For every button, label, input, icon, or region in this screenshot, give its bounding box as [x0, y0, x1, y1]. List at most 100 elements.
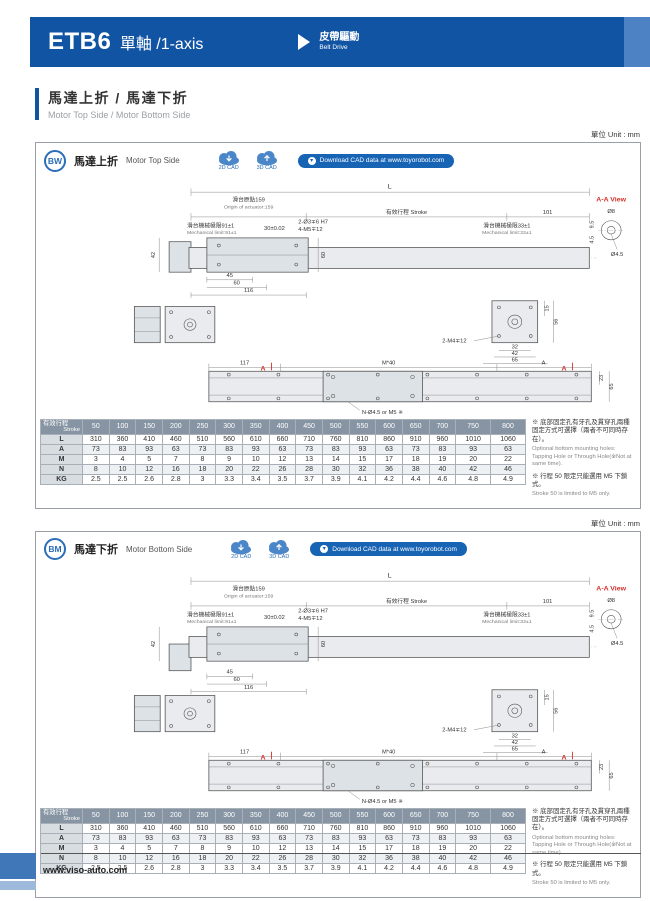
cad-2d-label: 2D CAD: [218, 165, 239, 171]
table-cell: 860: [375, 433, 403, 445]
table-cell: 860: [375, 822, 403, 834]
cad-3d-label: 3D CAD: [256, 165, 277, 171]
cad-2d-download[interactable]: 2D CAD: [216, 150, 242, 171]
table-cell: 83: [215, 832, 243, 844]
table-cell: 660: [268, 822, 297, 834]
table-cell: 8: [188, 453, 217, 465]
section-arrow-a-left: A: [261, 365, 266, 372]
dim-30: 30±0.02: [264, 226, 285, 232]
table-cell: 12: [135, 463, 163, 475]
table-cell: 73: [82, 443, 110, 455]
page-footer: www.viso-auto.com: [0, 853, 641, 890]
dim-4-5: 4.5: [589, 625, 595, 633]
column-header: 50: [82, 419, 110, 435]
dim-65b: 65: [609, 772, 615, 778]
table-cell: 83: [321, 832, 350, 844]
download-cad-label: Download CAD data at www.toyorobot.com: [319, 157, 445, 164]
side-view-body: [168, 237, 597, 273]
download-cad-button[interactable]: ▾ Download CAD data at www.toyorobot.com: [310, 542, 467, 557]
download-icon: ▾: [320, 545, 329, 554]
end-view-left: [133, 306, 216, 344]
table-cell: 4.6: [428, 473, 457, 485]
table-cell: 83: [108, 443, 137, 455]
table-cell: 760: [321, 822, 350, 834]
table-cell: 1010: [455, 822, 492, 834]
table-cell: 63: [161, 443, 190, 455]
table-cell: 83: [428, 443, 457, 455]
aa-view-label: A-A View: [596, 586, 626, 593]
holes-label-a: 2-Ø3∓6 H7: [298, 220, 328, 226]
download-cad-button[interactable]: ▾ Download CAD data at www.toyorobot.com: [297, 153, 455, 168]
cad-links: 2D CAD 3D CAD: [216, 150, 280, 171]
holes-label-b: 4-M5∓12: [298, 227, 322, 233]
table-cell: 73: [82, 832, 110, 844]
row-label: N: [40, 463, 83, 475]
table-cell: 3.9: [321, 473, 350, 485]
table-cell: 73: [401, 443, 430, 455]
origin-label-en: Origin of actuator:159: [224, 593, 274, 599]
dim-overall-length: L: [388, 572, 392, 579]
slider-bottom-dims: [190, 276, 307, 298]
column-header: 450: [295, 419, 323, 435]
column-header: 350: [241, 419, 270, 435]
dim-42: 42: [151, 641, 157, 647]
cloud-download-icon: [269, 539, 290, 555]
cad-2d-download[interactable]: 2D CAD: [228, 539, 254, 560]
table-cell: 26: [268, 463, 297, 475]
column-header: 50: [82, 807, 110, 824]
mech-limit-right-zh: 滑台機械極限33±1: [483, 610, 530, 618]
section-title-en: Motor Top Side / Motor Bottom Side: [48, 110, 191, 120]
holes-label-b: 4-M5∓12: [298, 616, 322, 622]
table-cell: 510: [188, 822, 217, 834]
table-cell: 4.9: [490, 862, 526, 874]
table-cell: 93: [348, 443, 377, 455]
end-view-right: [474, 689, 554, 753]
column-header: 250: [188, 419, 217, 435]
dim-pitch: M*40: [382, 749, 395, 755]
table-cell: 310: [82, 822, 110, 834]
dim-117: 117: [240, 361, 249, 367]
column-header: 800: [490, 807, 526, 824]
table-cell: 20: [455, 842, 492, 854]
table-cell: 910: [401, 822, 430, 834]
note-1-zh: ※ 底部固定孔有牙孔及貫穿孔兩種固定方式可選擇（兩者不可同時存在）。: [532, 419, 630, 443]
holes-label-c: 2-M4∓12: [442, 728, 466, 734]
cad-3d-download[interactable]: 3D CAD: [254, 150, 280, 171]
dim-60-base: 60: [233, 281, 239, 287]
column-header: 600: [375, 807, 403, 824]
a-a-section-view: [598, 609, 625, 639]
dim-65: 65: [512, 358, 518, 364]
table-cell: 660: [268, 433, 297, 445]
table-cell: 38: [401, 463, 430, 475]
table-cell: 4.8: [455, 473, 492, 485]
mech-limit-right-en: Mechanical limit:33±1: [482, 230, 532, 236]
bottom-view-body: [208, 363, 610, 411]
cad-3d-download[interactable]: 3D CAD: [266, 539, 292, 560]
table-cell: 2.5: [108, 473, 137, 485]
table-cell: 810: [348, 822, 377, 834]
table-cell: 93: [455, 832, 492, 844]
table-cell: 13: [295, 453, 323, 465]
table-cell: 3: [82, 453, 110, 465]
note-1-zh: ※ 底部固定孔有牙孔及貫穿孔兩種固定方式可選擇（兩者不可同時存在）。: [532, 807, 630, 832]
aa-view-label: A-A View: [596, 197, 626, 204]
table-cell: 610: [241, 433, 270, 445]
column-header: 400: [268, 807, 297, 824]
table-cell: 7: [161, 842, 190, 854]
column-header: 750: [455, 807, 492, 824]
table-cell: 2.5: [82, 862, 110, 874]
table-cell: 20: [455, 453, 492, 465]
dim-overall-length: L: [388, 183, 392, 190]
table-cell: 4.9: [490, 473, 526, 485]
mech-limit-left-en: Mechanical limit:91±1: [187, 230, 237, 236]
end-view-right: [474, 300, 554, 364]
side-view-body: [168, 626, 597, 671]
mech-limit-left-en: Mechanical limit:91±1: [187, 619, 237, 625]
dim-32: 32: [512, 733, 518, 739]
table-cell: 63: [268, 832, 297, 844]
panel-notes: ※ 底部固定孔有牙孔及貫穿孔兩種固定方式可選擇（兩者不可同時存在）。 Optio…: [532, 808, 636, 892]
panel-header: BM 馬達下折 Motor Bottom Side 2D CAD: [40, 535, 636, 563]
